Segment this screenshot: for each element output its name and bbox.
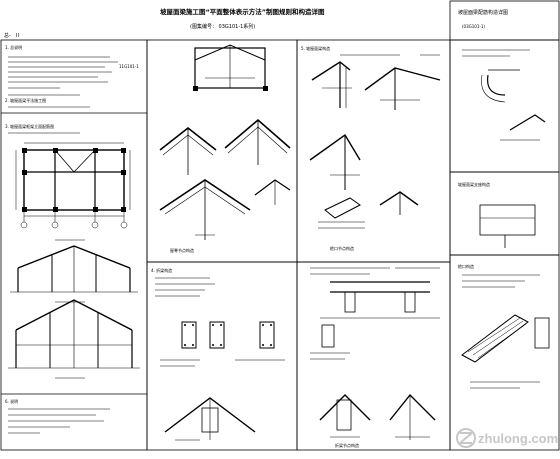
side-subtitle: (03G101-1) <box>462 24 485 29</box>
detail-label-3: 折梁节点构造 <box>335 442 359 448</box>
watermark: zhulong.com <box>456 428 558 448</box>
beam-sections: 4. 折梁构造 <box>151 267 285 441</box>
eave-slab-details: 檐口构造 <box>458 263 550 389</box>
frame-label: 3. 坡屋面梁框架立面配筋图 <box>5 123 54 129</box>
eave-details: 5. 坡屋面梁构造 <box>301 45 441 229</box>
drawing-title: 坡屋面梁施工图“平面整体表示方法”制图规则和构造详图 <box>160 7 325 16</box>
section-5-label: 5. 坡屋面梁构造 <box>301 45 330 51</box>
upper-notes-label: 1. 总说明 <box>5 44 22 50</box>
corner-label-a: 总- <box>4 32 11 39</box>
ridge-details <box>159 44 291 240</box>
section-4-label: 4. 折梁构造 <box>151 267 172 273</box>
mid-notes-label: 2. 坡屋面梁平法施工图 <box>5 97 46 103</box>
note-number: 11G101-1 <box>119 64 139 69</box>
lower-notes-label: 6. 说明 <box>5 398 18 404</box>
frame-plan: 3. 坡屋面梁框架立面配筋图 <box>5 123 131 241</box>
corner-label-b: II <box>16 33 19 39</box>
watermark-text: zhulong.com <box>478 431 558 446</box>
detail-label-1: 屋脊节点构造 <box>170 247 194 253</box>
side-title: 坡屋面梁配筋构造详图 <box>458 9 508 16</box>
lower-notes: 6. 说明 <box>5 398 110 434</box>
folded-beam-details <box>310 267 440 440</box>
support-details: 坡屋面梁支座构造 <box>458 49 546 248</box>
right-label-1: 坡屋面梁支座构造 <box>458 181 490 187</box>
frame-elevation-2 <box>8 299 140 379</box>
watermark-logo-icon <box>456 428 476 448</box>
frame-elevation-1 <box>10 245 138 303</box>
drawing-subtitle: (图集编号： 03G101-1系列) <box>190 23 255 30</box>
right-label-2: 檐口构造 <box>458 263 474 269</box>
mid-notes: 2. 坡屋面梁平法施工图 <box>5 97 90 108</box>
upper-notes: 1. 总说明 11G101-1 <box>5 44 139 96</box>
detail-label-2: 檐口节点构造 <box>330 245 354 251</box>
